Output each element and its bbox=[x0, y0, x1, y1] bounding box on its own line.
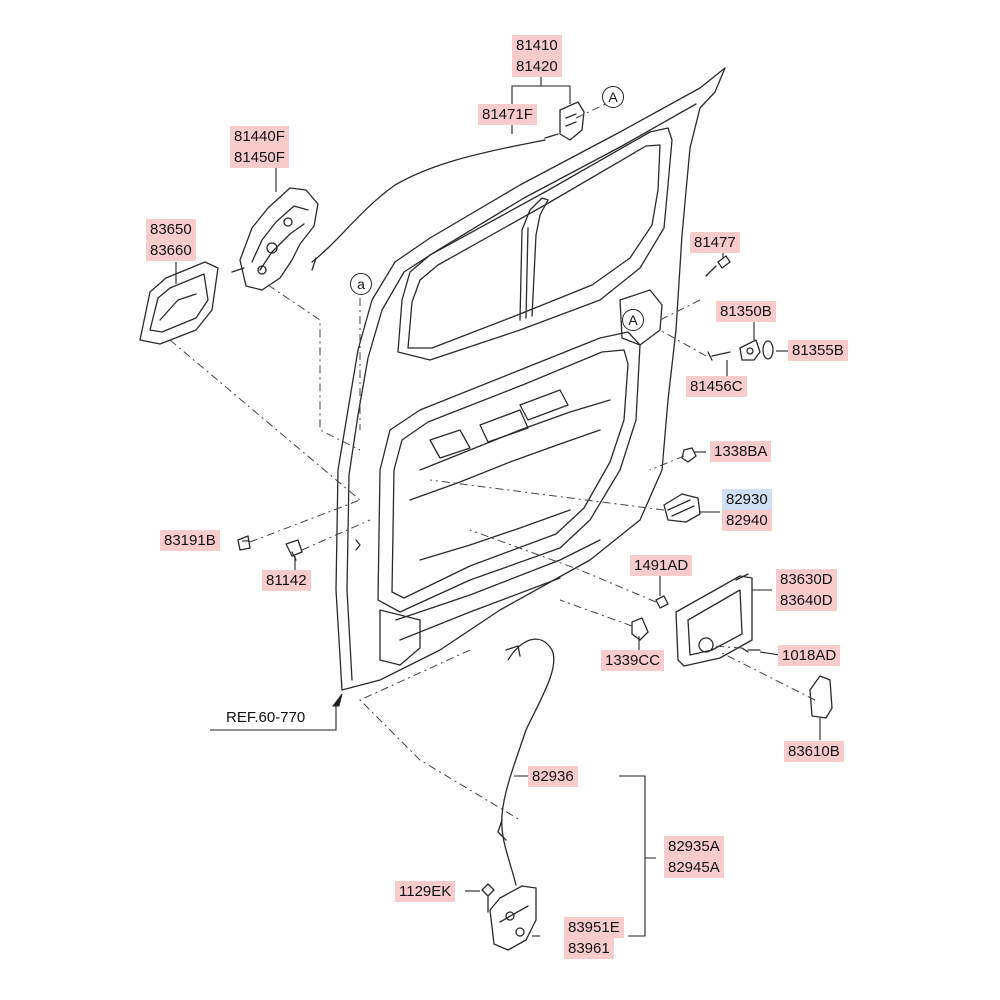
part-label-1339CC[interactable]: 1339CC bbox=[601, 650, 665, 671]
inside-handle bbox=[139, 261, 219, 345]
part-label-81350B[interactable]: 81350B bbox=[716, 301, 776, 322]
part-label-83650[interactable]: 83650 bbox=[146, 219, 196, 240]
lower-latch-83951E bbox=[489, 885, 537, 951]
part-label-81450F[interactable]: 81450F bbox=[230, 147, 289, 168]
striker-82930 bbox=[663, 493, 701, 523]
part-label-81477[interactable]: 81477 bbox=[690, 232, 740, 253]
part-label-1338BA[interactable]: 1338BA bbox=[710, 441, 772, 462]
screw-1018AD bbox=[741, 647, 761, 653]
nut-1339CC bbox=[631, 617, 649, 641]
callout-lower-a: A bbox=[622, 309, 644, 331]
part-label-82930[interactable]: 82930 bbox=[722, 489, 772, 510]
bolt-81142 bbox=[285, 539, 303, 561]
part-label-1491AD[interactable]: 1491AD bbox=[630, 555, 693, 576]
part-label-82940[interactable]: 82940 bbox=[722, 510, 772, 531]
part-label-82935A[interactable]: 82935A bbox=[664, 836, 724, 857]
part-label-83630D[interactable]: 83630D bbox=[776, 569, 837, 590]
part-label-83660[interactable]: 83660 bbox=[146, 240, 196, 261]
part-label-1129EK[interactable]: 1129EK bbox=[395, 881, 456, 902]
part-label-81410[interactable]: 81410 bbox=[512, 35, 562, 56]
part-label-1018AD[interactable]: 1018AD bbox=[778, 645, 841, 666]
part-label-81440F[interactable]: 81440F bbox=[230, 126, 289, 147]
part-label-83610B[interactable]: 83610B bbox=[784, 741, 844, 762]
ref-label[interactable]: REF.60-770 bbox=[226, 709, 306, 726]
door-panel bbox=[335, 67, 726, 691]
part-label-83961[interactable]: 83961 bbox=[564, 938, 614, 959]
upper-latch bbox=[544, 101, 585, 141]
part-label-82936[interactable]: 82936 bbox=[528, 766, 578, 787]
bolt-1129EK bbox=[481, 883, 495, 913]
cap-83191B bbox=[237, 535, 251, 551]
nut-1338BA bbox=[681, 447, 697, 463]
part-label-83640D[interactable]: 83640D bbox=[776, 590, 837, 611]
clip-1491AD bbox=[655, 595, 669, 609]
cover-83610B bbox=[809, 675, 833, 719]
striker-set bbox=[707, 339, 774, 361]
callout-upper-a: A bbox=[602, 86, 624, 108]
part-label-81355B[interactable]: 81355B bbox=[788, 340, 848, 361]
lock-actuator bbox=[231, 187, 319, 291]
lower-cable bbox=[501, 638, 555, 886]
outside-handle-housing bbox=[675, 573, 753, 667]
part-label-81142[interactable]: 81142 bbox=[262, 570, 311, 591]
part-label-81420[interactable]: 81420 bbox=[512, 56, 562, 77]
part-label-83951E[interactable]: 83951E bbox=[564, 917, 624, 938]
callout-small-a: a bbox=[350, 273, 372, 295]
part-label-82945A[interactable]: 82945A bbox=[664, 857, 724, 878]
part-label-83191B[interactable]: 83191B bbox=[160, 530, 220, 551]
part-label-81471F[interactable]: 81471F bbox=[478, 104, 537, 125]
bolt-81477 bbox=[705, 255, 731, 277]
part-label-81456C[interactable]: 81456C bbox=[686, 376, 747, 397]
upper-cable bbox=[311, 139, 546, 263]
